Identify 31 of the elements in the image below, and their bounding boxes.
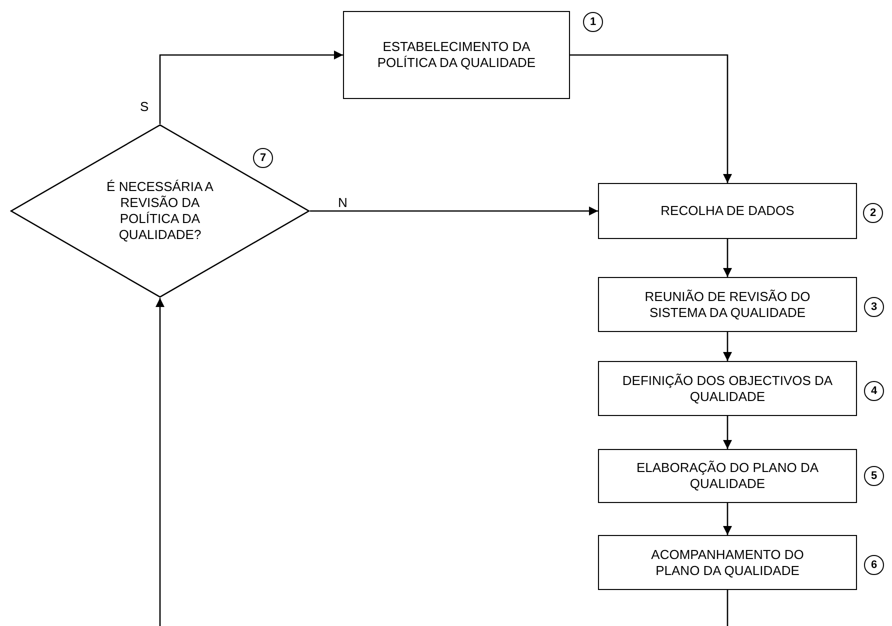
edge-label: N	[338, 196, 348, 209]
arrow	[159, 50, 343, 124]
arrow	[723, 503, 732, 535]
callout-number: 4	[864, 381, 884, 401]
decision-diamond	[10, 124, 310, 298]
process-box	[598, 535, 857, 590]
callout-number: 6	[864, 555, 884, 575]
callout-number: 2	[863, 203, 883, 223]
box-text: É NECESSÁRIA A REVISÃO DA POLÍTICA DA QUALIDADE?	[106, 179, 214, 243]
arrow	[723, 332, 732, 361]
box-text: REUNIÃO DE REVISÃO DO SISTEMA DA QUALIDADE	[644, 288, 812, 320]
callout-number: 7	[253, 148, 273, 168]
arrow	[723, 239, 732, 277]
edge-label: S	[140, 100, 149, 113]
callout-number: 3	[864, 297, 884, 317]
arrow	[570, 54, 732, 183]
process-box	[598, 449, 857, 503]
arrow	[310, 206, 598, 216]
callout-number: 5	[864, 466, 884, 486]
arrow	[156, 298, 164, 626]
box-text: ELABORAÇÃO DO PLANO DA QUALIDADE	[635, 460, 820, 492]
arrow	[723, 416, 732, 449]
box-text: RECOLHA DE DADOS	[660, 203, 796, 219]
callout-number: 1	[583, 12, 603, 32]
process-box	[598, 277, 857, 332]
box-text: ACOMPANHAMENTO DO PLANO DA QUALIDADE	[650, 546, 805, 578]
box-text: ESTABELECIMENTO DA POLÍTICA DA QUALIDADE	[376, 39, 537, 71]
process-box	[598, 361, 857, 416]
box-text: DEFINIÇÃO DOS OBJECTIVOS DA QUALIDADE	[621, 372, 834, 404]
process-box	[598, 183, 857, 239]
process-box	[343, 11, 570, 99]
